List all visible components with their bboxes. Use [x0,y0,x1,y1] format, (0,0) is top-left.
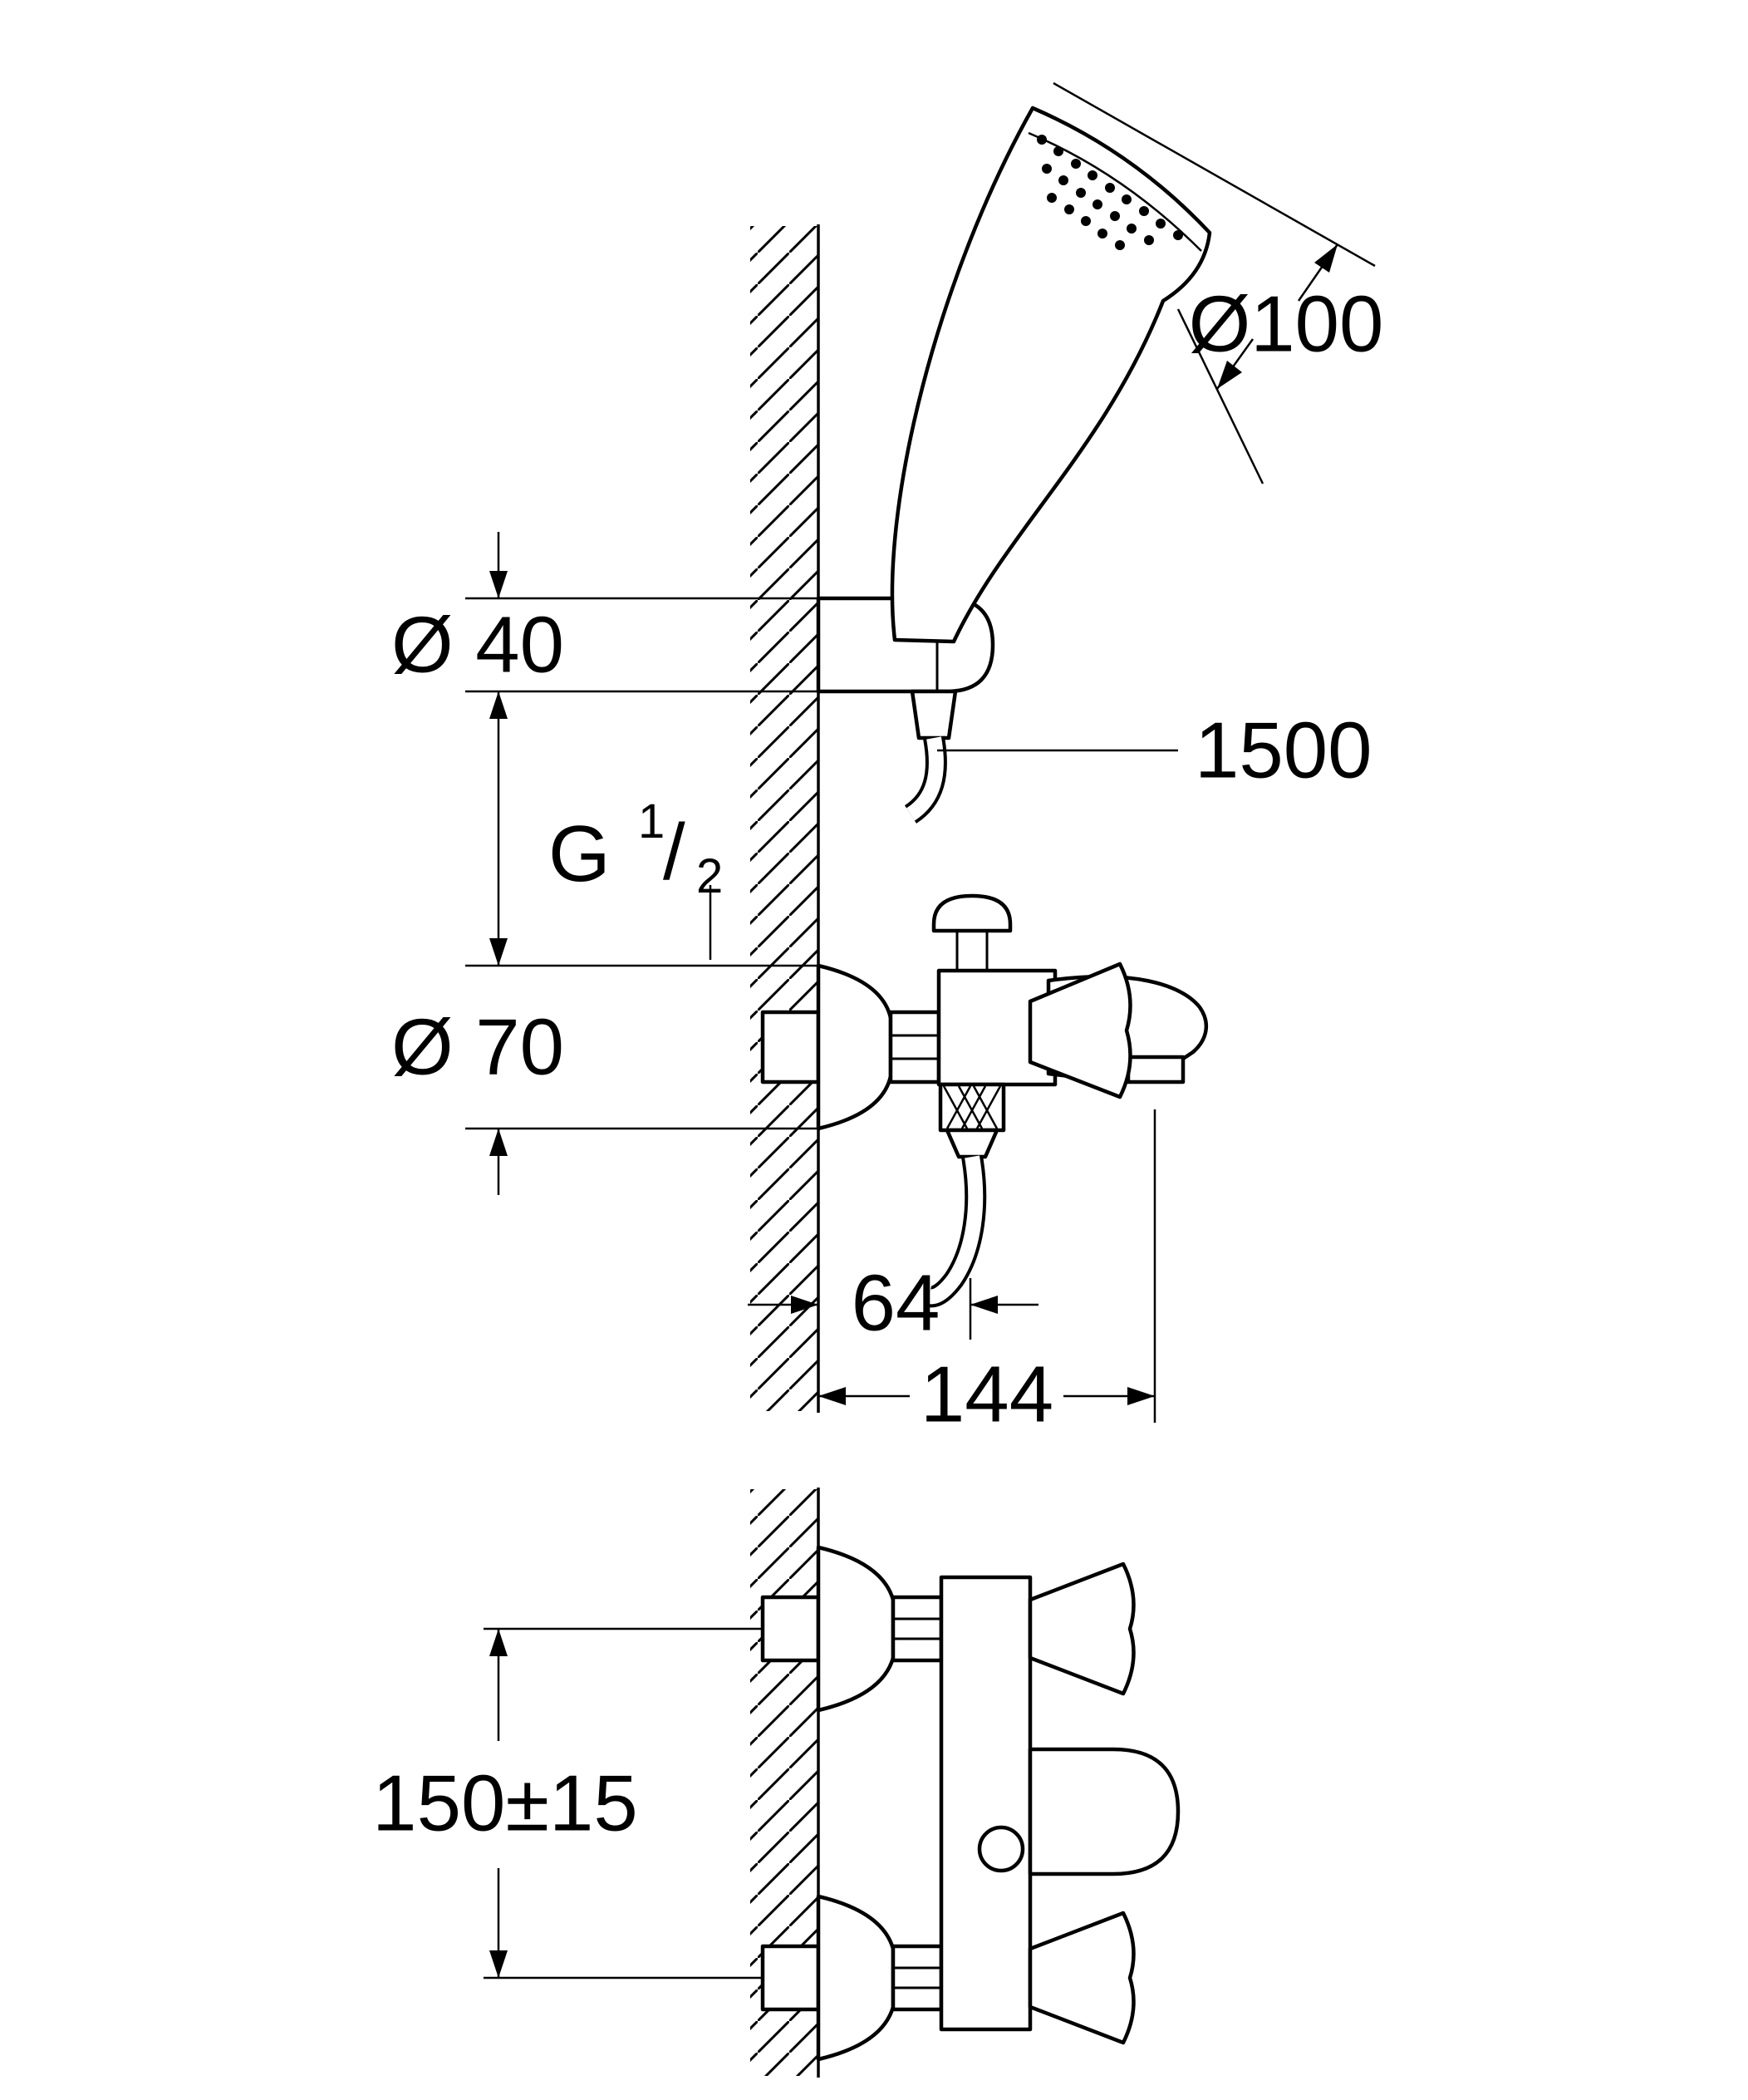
wall-hatch-top [750,226,818,1411]
escutcheon-bell-bottom [816,1894,896,2062]
mixer-body-front [939,1575,1033,2032]
inlet-pipe-square-bottom [760,1944,821,2012]
label-spout-center-offset: 64 [852,1259,940,1348]
shower-hose-top [904,689,958,824]
diverter-button-front [977,1825,1025,1873]
dimension-hose-length: 1500 [937,706,1372,795]
label-holder-diameter: Ø 40 [391,601,564,690]
arrowhead [1127,1387,1155,1405]
dimension-head-diameter: Ø100 [1053,81,1384,484]
dimension-escutcheon-diameter: Ø 70 [391,938,818,1195]
escutcheon-bell-top [816,1545,896,1713]
spray-face-dots [1037,135,1183,250]
arrowhead [489,938,508,966]
mixer-front-view [760,1545,1181,2062]
ext-line [1053,81,1376,268]
label-escutcheon-diameter: Ø 70 [391,1003,564,1092]
label-hose-length: 1500 [1195,706,1372,795]
spout-aerator [1126,1055,1186,1084]
inlet-pipe-square [760,1010,821,1084]
dimension-inlet-spacing: 150±15 [372,1627,763,1980]
arrowhead [489,1129,508,1156]
arrowhead [489,1950,508,1978]
hose-connector [910,689,958,740]
dimension-spout-center-offset: 64 [748,1259,1038,1348]
label-spout-reach: 144 [921,1350,1053,1439]
hand-shower-body [890,106,1212,644]
arrowhead [489,1629,508,1656]
label-thread-g: G [548,809,611,898]
cross-handle-side [1028,961,1132,1099]
union-nut [888,1010,941,1084]
mixer-hose-inner [926,1155,984,1305]
arrowhead [791,1296,818,1314]
escutcheon-bell [816,963,893,1131]
inlet-pipe-square-top [760,1595,821,1663]
hose-outlet-cone [945,1128,999,1159]
cross-handle-front-bottom [1028,1911,1136,2045]
cross-handle-front-top [1028,1561,1136,1696]
ext-line [1176,308,1264,484]
thread-size-label: G 1 / 2 [548,794,723,960]
label-inlet-spacing: 150±15 [372,1759,638,1848]
dimension-holder-diameter: Ø 40 [391,532,818,966]
spout-front [1028,1747,1181,1876]
label-thread-numerator: 1 [638,794,665,848]
label-thread-denominator: 2 [696,849,723,903]
arrowhead [1217,361,1242,389]
union-nut-bottom [891,1944,944,2012]
arrowhead [818,1387,846,1405]
label-head-diameter: Ø100 [1189,280,1384,369]
wall-section-top [750,224,820,1413]
arrowhead [1314,244,1338,273]
arrowhead [970,1296,998,1314]
hand-shower [890,106,1212,644]
union-nut-top [891,1595,944,1663]
arrowhead [489,691,508,719]
knurl-hatching [942,1085,1002,1129]
arrowhead [489,571,508,598]
mixer-side-view [760,893,1208,1308]
dimension-spout-reach: 144 [818,1109,1156,1439]
hose-inner [906,736,944,821]
label-thread-slash: / [663,808,685,897]
diverter-knob-cap [931,893,1013,933]
